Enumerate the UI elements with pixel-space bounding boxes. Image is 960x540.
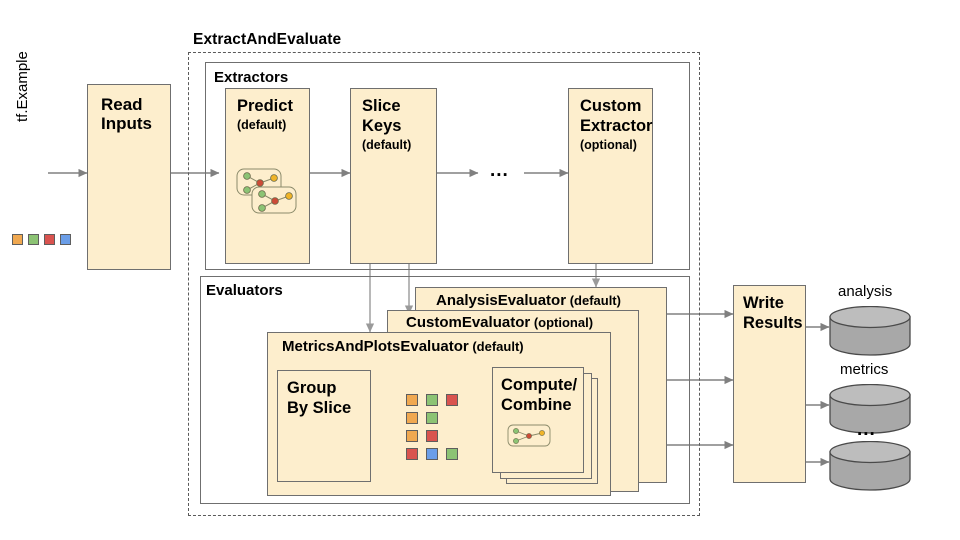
slice-chip-0-2 [446,394,458,406]
slice-chip-row [406,430,466,448]
input-chip-0 [12,234,23,245]
extractor-predict-box[interactable]: Predict (default) [225,88,310,264]
slice-chip-3-2 [446,448,458,460]
evaluator-custom-qualifier: (optional) [533,315,594,330]
evaluators-title: Evaluators [206,282,283,299]
extractor-predict-name: Predict [237,97,293,115]
write-results-box[interactable]: Write Results [733,285,806,483]
slice-chip-1-1 [426,412,438,424]
extractor-predict-qualifier: (default) [237,118,287,132]
evaluator-analysis-name: AnalysisEvaluator [436,292,567,309]
evaluator-analysis-qualifier: (default) [569,293,621,308]
slice-chip-3-1 [426,448,438,460]
extract-and-evaluate-region [188,52,700,516]
slice-chip-0-1 [426,394,438,406]
slice-chip-2-0 [406,430,418,442]
group-by-slice-line1: Group [287,379,337,397]
compute-combine-box[interactable]: Compute/ Combine [492,367,584,473]
group-by-slice-line2: By Slice [287,399,352,417]
output-analysis-label: analysis [838,283,893,300]
slice-chip-0-0 [406,394,418,406]
extractor-slice-keys-name-line2: Keys [362,117,402,135]
input-stream-label: tf.Example [14,51,31,122]
extractors-container [205,62,690,270]
evaluators-container [200,276,690,504]
slice-chip-row [406,394,466,412]
extractor-custom-box[interactable]: Custom Extractor (optional) [568,88,653,264]
evaluator-metrics-plots-name: MetricsAndPlotsEvaluator [282,338,469,355]
slice-chip-1-0 [406,412,418,424]
write-results-line1: Write [743,294,784,312]
read-inputs-box[interactable]: Read Inputs [87,84,171,270]
input-chips [12,234,76,245]
slice-chip-row [406,448,466,466]
read-inputs-label-line2: Inputs [101,114,152,133]
input-chip-2 [44,234,55,245]
output-metrics-label: metrics [840,361,889,378]
database-cylinder-icon [829,306,911,356]
extractors-ellipsis: ... [490,160,509,181]
evaluator-metrics-plots-qualifier: (default) [472,339,524,354]
metric-graph-icon [507,424,551,447]
input-chip-3 [60,234,71,245]
extractor-slice-keys-box[interactable]: Slice Keys (default) [350,88,437,264]
extractor-custom-name-line1: Custom [580,97,642,115]
input-chip-1 [28,234,39,245]
group-by-slice-box[interactable]: Group By Slice [277,370,371,482]
read-inputs-label-line1: Read [101,95,143,114]
slice-chip-2-1 [426,430,438,442]
model-graph-icon [236,168,297,214]
extractor-slice-keys-qualifier: (default) [362,138,412,152]
slice-chip-row [406,412,466,430]
extractor-slice-keys-name-line1: Slice [362,97,401,115]
compute-combine-line1: Compute/ [501,376,578,394]
compute-combine-line2: Combine [501,396,572,414]
evaluator-custom-name: CustomEvaluator [406,314,531,331]
output-other-label: ... [857,419,876,440]
extract-and-evaluate-title: ExtractAndEvaluate [193,31,342,48]
database-cylinder-icon [829,384,911,434]
slice-chip-grid [406,394,466,466]
slice-chip-3-0 [406,448,418,460]
write-results-line2: Results [743,314,803,332]
database-cylinder-icon [829,441,911,491]
extractors-title: Extractors [214,69,289,86]
extractor-custom-qualifier: (optional) [580,138,637,152]
extractor-custom-name-line2: Extractor [580,117,653,135]
